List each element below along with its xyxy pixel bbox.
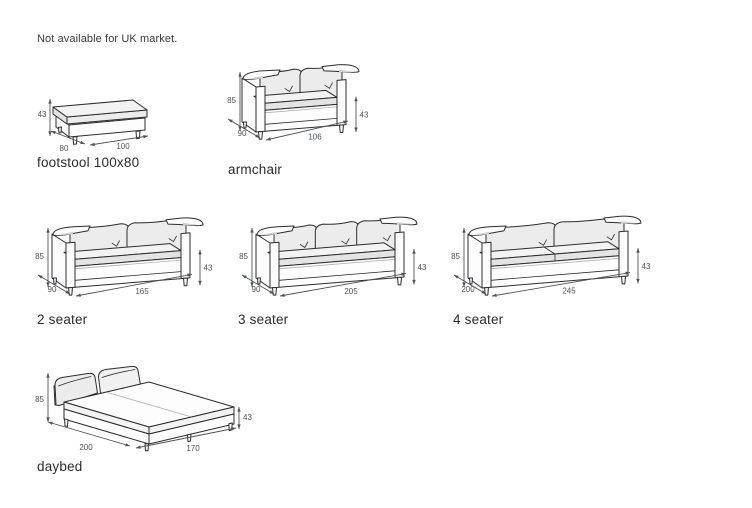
dimension-label: 43 (204, 264, 213, 273)
dimension-label: 85 (35, 395, 44, 404)
dimension-label: 245 (562, 286, 576, 295)
dimension-label: 43 (360, 110, 369, 119)
dimension-label: 165 (135, 287, 149, 296)
dimension-label: 43 (642, 262, 651, 271)
daybed-label: daybed (37, 459, 83, 474)
dimension-label: 90 (48, 285, 57, 294)
market-note: Not available for UK market. (37, 33, 178, 45)
dimension-label: 200 (461, 285, 475, 294)
3-seater-label: 3 seater (238, 312, 289, 327)
dimension-label: 200 (79, 443, 93, 452)
armchair-drawing: 85 43 90 106 (227, 64, 369, 142)
dimension-label: 170 (186, 444, 200, 453)
figure-4-seater: 85 43 200 245 (446, 215, 658, 310)
dimension-label: 106 (308, 133, 322, 142)
4-seater-drawing: 85 43 200 245 (451, 215, 651, 297)
figure-daybed: 85 43 200 170 (28, 356, 256, 458)
footstool-drawing: 43 80 100 (38, 99, 149, 153)
3-seater-drawing: 85 43 90 205 (239, 216, 427, 297)
dimension-label: 90 (238, 129, 247, 138)
figure-2-seater: 85 43 90 165 (30, 217, 216, 310)
dimension-label: 85 (35, 252, 44, 261)
dimension-label: 43 (38, 110, 47, 119)
daybed-drawing: 85 43 200 170 (35, 365, 252, 453)
armchair-label: armchair (228, 162, 283, 177)
2-seater-label: 2 seater (37, 312, 88, 327)
figure-3-seater: 85 43 90 205 (234, 216, 434, 310)
dimension-label: 43 (243, 413, 252, 422)
dimension-label: 85 (451, 252, 460, 261)
dimension-label: 43 (418, 263, 427, 272)
dimension-label: 100 (116, 142, 130, 151)
dimension-label: 90 (252, 285, 261, 294)
dimension-label: 85 (227, 96, 236, 105)
footstool-label: footstool 100x80 (37, 155, 140, 170)
dimension-label: 80 (60, 144, 69, 153)
4-seater-label: 4 seater (453, 312, 504, 327)
dimension-label: 85 (239, 252, 248, 261)
2-seater-drawing: 85 43 90 165 (35, 217, 213, 297)
figure-armchair: 85 43 90 106 (222, 62, 372, 154)
dimension-label: 205 (344, 287, 358, 296)
figure-footstool: 43 80 100 (34, 84, 166, 160)
